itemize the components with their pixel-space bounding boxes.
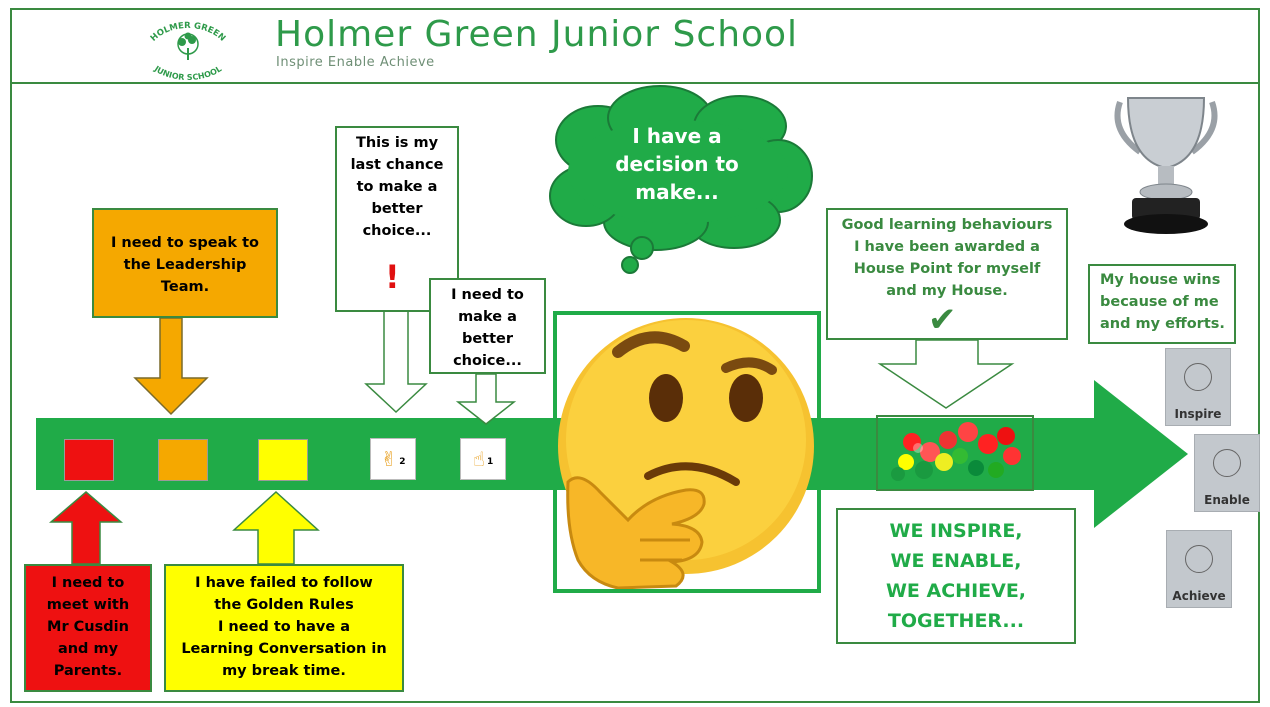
good-behaviour-box: Good learning behaviours I have been awa… [826,208,1068,340]
marbles-frame [876,415,1034,491]
one-finger-icon: ☝ [472,447,485,471]
house-point-marbles [891,422,1021,481]
thinking-emoji-frame [553,311,821,593]
thought-bubble-text: I have a decision to make... [615,124,739,204]
school-logo: HOLMER GREEN JUNIOR SCHOOL [132,16,242,82]
enable-label: Enable [1204,493,1250,507]
achieve-award-thumbnail: Achieve [1166,530,1232,608]
yellow-up-arrow [232,490,320,565]
two-fingers-card: ✌2 [370,438,416,480]
golden-rules-box: I have failed to follow the Golden Rules… [164,564,404,692]
good-behaviour-down-arrow [877,339,1015,409]
enable-award-thumbnail: Enable [1194,434,1260,512]
thought-cloud [549,85,813,274]
one-finger-card: ☝1 [460,438,506,480]
red-card-square [64,439,114,481]
yellow-card-square [258,439,308,481]
alert-exclamation: ! [385,258,400,296]
page-subtitle: Inspire Enable Achieve [276,55,435,70]
poster-frame [10,8,1260,703]
timeline-arrowhead [1094,380,1188,528]
tick-icon: ✔ [928,300,957,340]
last-chance-down-arrow [364,307,428,414]
two-fingers-icon: ✌ [380,447,398,471]
one-finger-count: 1 [486,457,494,467]
achieve-label: Achieve [1172,589,1226,603]
thinking-face-emoji [558,318,814,590]
motto-box: WE INSPIRE, WE ENABLE, WE ACHIEVE, TOGET… [836,508,1076,644]
two-fingers-count: 2 [399,457,406,467]
leadership-team-box: I need to speak to the Leadership Team. [92,208,278,318]
page-title: Holmer Green Junior School [275,14,799,55]
inspire-label: Inspire [1174,407,1222,421]
header-divider [10,82,1260,84]
inspire-award-thumbnail: Inspire [1165,348,1231,426]
orange-card-square [158,439,208,481]
trophy-icon [1114,97,1218,234]
award-logo-icon [1184,363,1212,391]
meet-parents-box: I need to meet with Mr Cusdin and my Par… [24,564,152,692]
better-choice-box: I need to make a better choice... [429,278,546,374]
award-logo-icon [1185,545,1213,573]
award-logo-icon [1213,449,1241,477]
red-up-arrow [48,491,124,565]
better-choice-down-arrow [455,373,517,425]
leadership-down-arrow [133,317,209,416]
house-wins-box: My house wins because of me and my effor… [1088,264,1236,344]
